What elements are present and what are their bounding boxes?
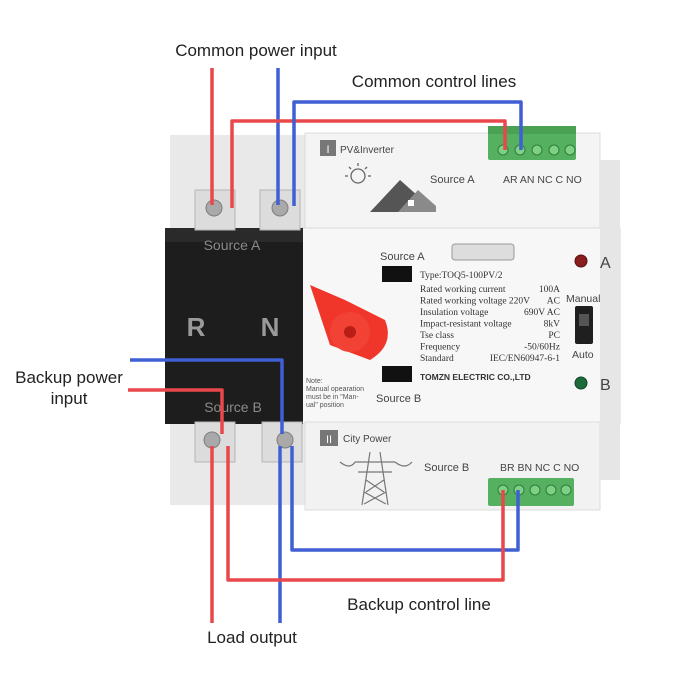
- solar-house-icon: [345, 163, 436, 212]
- backup-control-line-label: Backup control line: [347, 595, 491, 614]
- brand-label: TOMZN ELECTRIC CO.,LTD: [420, 372, 531, 382]
- bottom-terminal-labels: BR BN NC C NO: [500, 462, 579, 474]
- indicator-source-a-label: Source A: [380, 251, 425, 263]
- block-source-a-label: Source A: [204, 237, 261, 253]
- note-line: ual" position: [306, 402, 344, 409]
- led-b: [574, 376, 588, 390]
- led-b-label: B: [600, 377, 611, 394]
- manual-label: Manual: [566, 293, 600, 305]
- section-two-source: Source B: [424, 462, 469, 474]
- spec-label: Impact-resistant voltage: [420, 320, 512, 330]
- source-b-window: [382, 366, 412, 382]
- section-one-numeral: I: [326, 144, 329, 156]
- section-one-label: PV&Inverter: [340, 145, 395, 156]
- load-output-label: Load output: [207, 628, 297, 647]
- power-pylon-icon: [339, 451, 413, 506]
- section-one-badge: [320, 140, 336, 156]
- spec-table: Rated working current 100A Rated working v…: [420, 285, 560, 364]
- spec-value: -50/60Hz: [524, 343, 560, 353]
- spec-label: Tse class: [420, 331, 454, 341]
- backup-power-input-label-line1: Backup power: [15, 368, 123, 387]
- note-line: Note:: [306, 378, 323, 385]
- backup-control-live: [226, 446, 505, 582]
- bottom-control-terminal-strip: [488, 478, 574, 506]
- auto-label: Auto: [572, 349, 594, 361]
- housing-right-edge: [600, 160, 620, 480]
- source-a-window: [382, 266, 412, 282]
- spec-label: Rated working current: [420, 285, 506, 295]
- spec-label: Frequency: [420, 343, 460, 353]
- top-screw-terminals: [194, 189, 301, 231]
- led-a: [574, 254, 588, 268]
- spec-value: PC: [548, 331, 560, 341]
- indicator-source-b-label: Source B: [376, 393, 421, 405]
- pole-n-label: N: [261, 312, 280, 342]
- common-control-lines-label: Common control lines: [352, 72, 516, 91]
- backup-power-input-label-line2: input: [51, 389, 88, 408]
- common-power-input-label: Common power input: [175, 41, 337, 60]
- section-one-source: Source A: [430, 174, 475, 186]
- spec-value: 8kV: [544, 320, 561, 330]
- spec-value: IEC/EN60947-6-1: [490, 354, 560, 364]
- section-two-numeral: II: [326, 434, 332, 446]
- common-control-neutral: [292, 100, 523, 206]
- section-two-badge: [320, 430, 338, 446]
- common-control-live: [230, 119, 507, 208]
- wiring: [128, 68, 523, 623]
- note-line: Manual opearation: [306, 386, 364, 393]
- led-a-label: A: [600, 255, 611, 272]
- spec-label: Insulation voltage: [420, 308, 488, 318]
- backup-neutral-input: [130, 358, 284, 434]
- top-control-terminal-strip: [488, 126, 576, 160]
- spec-label: Standard: [420, 354, 454, 364]
- backup-live-input: [128, 388, 224, 434]
- top-terminal-labels: AR AN NC C NO: [503, 174, 582, 186]
- spec-label: Rated working voltage 220V: [420, 297, 530, 307]
- manual-handle[interactable]: [310, 285, 388, 360]
- note-line: must be in "Man-: [306, 394, 359, 401]
- spec-value: AC: [547, 297, 560, 307]
- block-source-b-label: Source B: [204, 399, 262, 415]
- spec-value: 690V AC: [524, 308, 560, 318]
- type-label: Type:TOQ5-100PV/2: [420, 271, 503, 281]
- pole-r-label: R: [187, 312, 206, 342]
- backup-control-neutral: [290, 446, 520, 552]
- spec-value: 100A: [539, 285, 560, 295]
- section-two-label: City Power: [343, 434, 392, 445]
- rating-label-plate: Type:TOQ5-100PV/2 Rated working current 1…: [420, 243, 560, 382]
